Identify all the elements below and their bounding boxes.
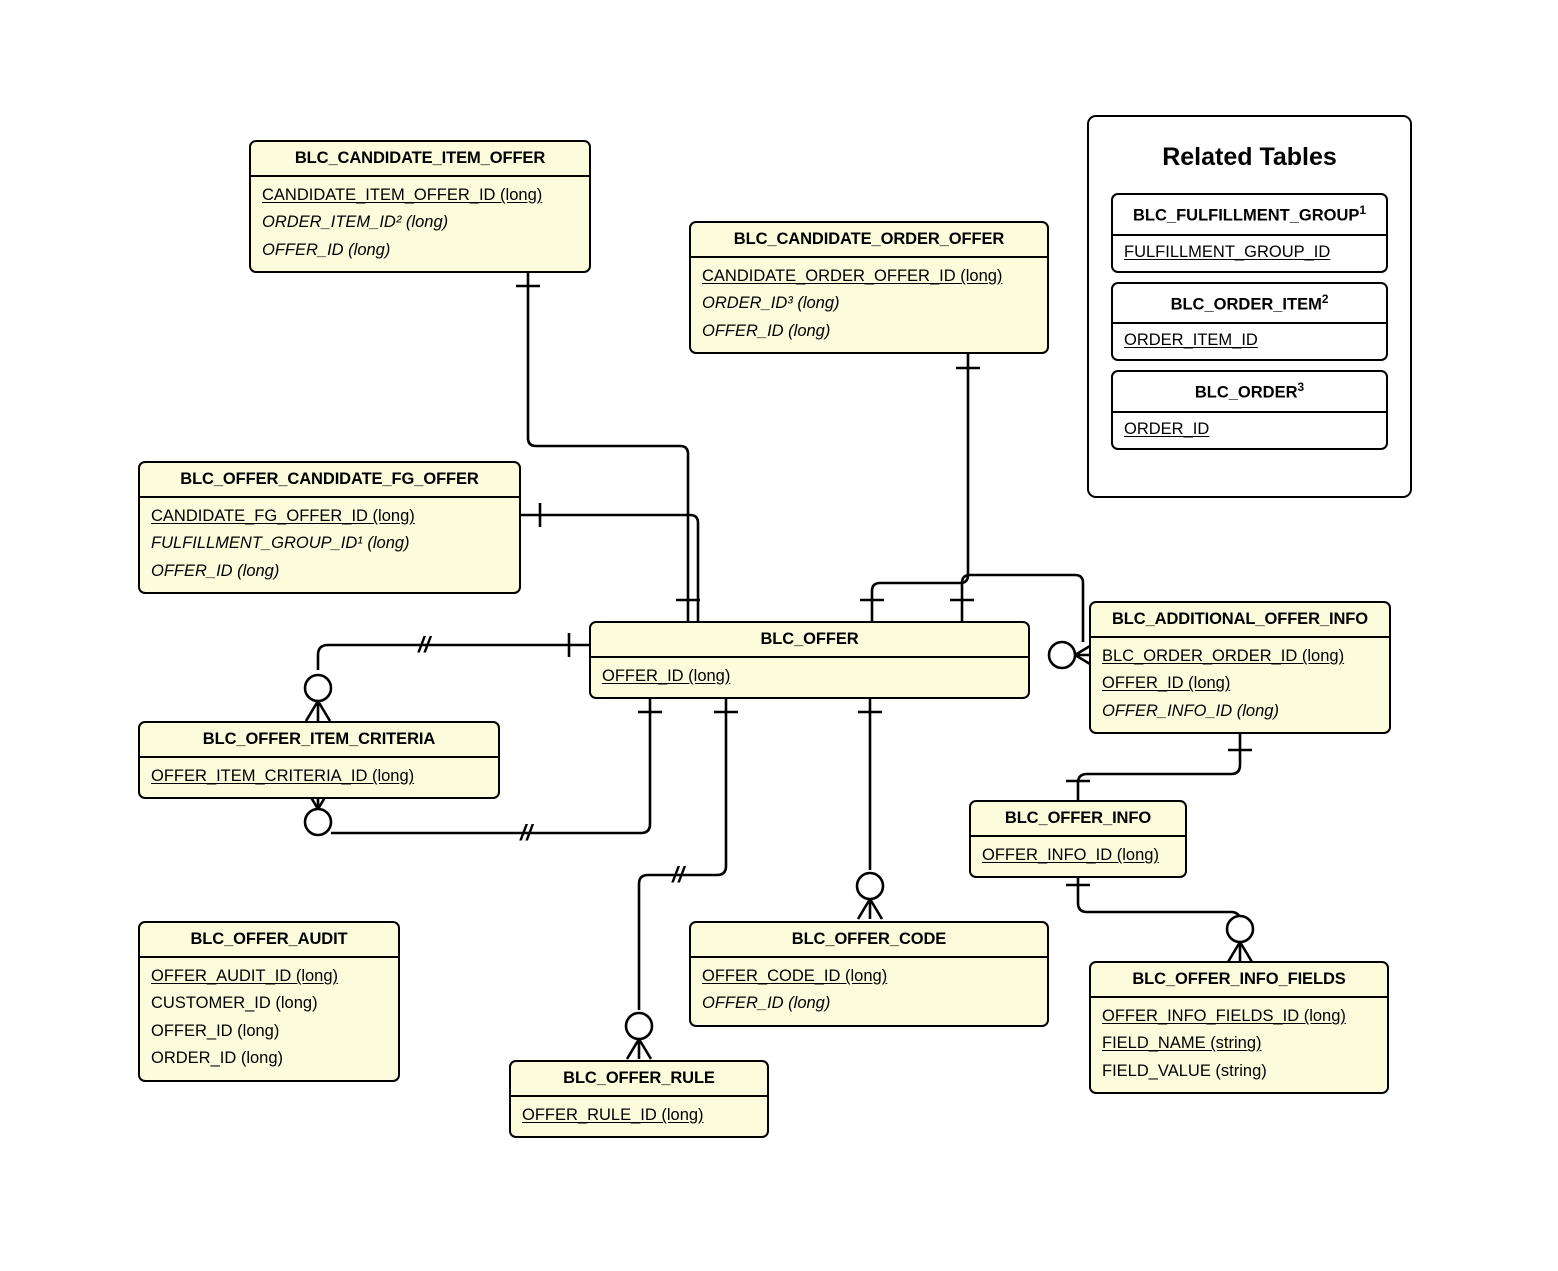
entity-attributes: OFFER_INFO_ID (long) xyxy=(971,835,1185,876)
related-entity-title: BLC_ORDER_ITEM2 xyxy=(1170,291,1329,314)
attribute-row: OFFER_ID (long) xyxy=(702,321,831,340)
cardinality-zero-criteria-top xyxy=(303,673,333,703)
attribute-row: CANDIDATE_ORDER_OFFER_ID (long) xyxy=(702,267,1003,285)
wire-offer-candidate-item-offer xyxy=(526,268,690,622)
entity-attributes: CANDIDATE_ORDER_OFFER_ID (long) ORDER_ID… xyxy=(691,256,1047,352)
cardinality-zero-offer-info-fields xyxy=(1225,914,1255,944)
marker-slashslash-1: // xyxy=(417,632,433,657)
marker-slashslash-3: // xyxy=(671,862,687,887)
attribute-row: OFFER_ID (long) xyxy=(262,240,391,259)
attribute-row: OFFER_INFO_ID (long) xyxy=(982,846,1159,864)
entity-blc-offer-audit[interactable]: BLC_OFFER_AUDIT OFFER_AUDIT_ID (long) CU… xyxy=(138,921,400,1082)
attribute-row: CANDIDATE_FG_OFFER_ID (long) xyxy=(151,507,415,525)
entity-title: BLC_OFFER_ITEM_CRITERIA xyxy=(202,730,436,748)
entity-title: BLC_OFFER_CODE xyxy=(791,930,947,948)
attribute-row: OFFER_ID (long) xyxy=(702,994,831,1013)
related-entity-title: BLC_FULFILLMENT_GROUP1 xyxy=(1132,203,1367,225)
related-entity-attributes: ORDER_ITEM_ID xyxy=(1113,322,1386,359)
crowsfoot-offer-rule xyxy=(625,1038,653,1060)
entity-attributes: OFFER_INFO_FIELDS_ID (long) FIELD_NAME (… xyxy=(1091,996,1387,1092)
entity-attributes: OFFER_RULE_ID (long) xyxy=(511,1095,767,1136)
crowsfoot-offer-code xyxy=(856,898,884,920)
wire-additional-offer-info-offer-info xyxy=(1076,731,1242,800)
attribute-row: OFFER_CODE_ID (long) xyxy=(702,967,888,985)
entity-title: BLC_OFFER_RULE xyxy=(563,1069,715,1087)
attribute-row: OFFER_RULE_ID (long) xyxy=(522,1106,704,1124)
cardinality-zero-criteria-bottom xyxy=(303,807,333,837)
cardinality-zero-offer-code xyxy=(855,871,885,901)
entity-blc-offer[interactable]: BLC_OFFER OFFER_ID (long) xyxy=(589,621,1030,700)
attribute-row: CUSTOMER_ID (long) xyxy=(151,994,318,1013)
entity-title: BLC_CANDIDATE_ORDER_OFFER xyxy=(733,230,1005,248)
attribute-row: OFFER_ID (long) xyxy=(1102,674,1231,693)
related-entity-attributes: ORDER_ID xyxy=(1113,410,1386,448)
entity-blc-offer-item-criteria[interactable]: BLC_OFFER_ITEM_CRITERIA OFFER_ITEM_CRITE… xyxy=(138,721,500,800)
entity-attributes: OFFER_ITEM_CRITERIA_ID (long) xyxy=(140,756,498,797)
entity-blc-offer-code[interactable]: BLC_OFFER_CODE OFFER_CODE_ID (long) OFFE… xyxy=(689,921,1049,1027)
related-tables-title: Related Tables xyxy=(1162,143,1337,171)
entity-blc-candidate-order-offer[interactable]: BLC_CANDIDATE_ORDER_OFFER CANDIDATE_ORDE… xyxy=(689,221,1049,355)
crowsfoot-criteria-top xyxy=(304,700,332,722)
attribute-row: OFFER_ITEM_CRITERIA_ID (long) xyxy=(151,767,415,785)
entity-title: BLC_OFFER_AUDIT xyxy=(190,930,348,948)
entity-blc-offer-rule[interactable]: BLC_OFFER_RULE OFFER_RULE_ID (long) xyxy=(509,1060,769,1139)
attribute-row: CANDIDATE_ITEM_OFFER_ID (long) xyxy=(262,186,543,204)
footnote-marker: 2 xyxy=(1321,291,1329,306)
entity-blc-offer-candidate-fg-offer[interactable]: BLC_OFFER_CANDIDATE_FG_OFFER CANDIDATE_F… xyxy=(138,461,521,595)
attribute-row: OFFER_INFO_ID (long) xyxy=(1102,701,1279,720)
entity-attributes: CANDIDATE_ITEM_OFFER_ID (long) ORDER_ITE… xyxy=(251,175,589,271)
attribute-row: ORDER_ID (long) xyxy=(151,1049,284,1068)
entity-attributes: OFFER_ID (long) xyxy=(591,656,1028,697)
footnote-marker: 3 xyxy=(1297,380,1305,394)
attribute-row: ORDER_ITEM_ID xyxy=(1124,331,1258,349)
related-entity-blc-order[interactable]: BLC_ORDER3 ORDER_ID xyxy=(1111,370,1388,450)
attribute-row: OFFER_ID (long) xyxy=(602,667,731,685)
entity-blc-candidate-item-offer[interactable]: BLC_CANDIDATE_ITEM_OFFER CANDIDATE_ITEM_… xyxy=(249,140,591,274)
related-entity-blc-order-item[interactable]: BLC_ORDER_ITEM2 ORDER_ITEM_ID xyxy=(1111,281,1388,361)
attribute-row: OFFER_ID (long) xyxy=(151,561,280,580)
entity-title: BLC_CANDIDATE_ITEM_OFFER xyxy=(294,149,546,167)
entity-attributes: OFFER_CODE_ID (long) OFFER_ID (long) xyxy=(691,956,1047,1025)
attribute-row: OFFER_AUDIT_ID (long) xyxy=(151,967,339,985)
attribute-row: OFFER_ID (long) xyxy=(151,1021,280,1040)
attribute-row: ORDER_ITEM_ID² (long) xyxy=(262,213,449,232)
entity-blc-additional-offer-info[interactable]: BLC_ADDITIONAL_OFFER_INFO BLC_ORDER_ORDE… xyxy=(1089,601,1391,735)
attribute-row: FIELD_NAME (string) xyxy=(1102,1034,1262,1053)
related-entity-blc-fulfillment-group[interactable]: BLC_FULFILLMENT_GROUP1 FULFILLMENT_GROUP… xyxy=(1111,193,1388,273)
attribute-row: FULFILLMENT_GROUP_ID¹ (long) xyxy=(151,534,410,553)
entity-blc-offer-info[interactable]: BLC_OFFER_INFO OFFER_INFO_ID (long) xyxy=(969,800,1187,879)
entity-title: BLC_OFFER xyxy=(760,630,859,648)
attribute-row: ORDER_ID xyxy=(1124,419,1210,438)
attribute-row: OFFER_INFO_FIELDS_ID (long) xyxy=(1102,1007,1346,1025)
entity-title: BLC_OFFER_INFO xyxy=(1004,809,1152,827)
attribute-row: FIELD_VALUE (string) xyxy=(1102,1061,1267,1080)
entity-title: BLC_ADDITIONAL_OFFER_INFO xyxy=(1111,610,1368,628)
entity-title: BLC_OFFER_CANDIDATE_FG_OFFER xyxy=(180,470,479,488)
attribute-row: ORDER_ID³ (long) xyxy=(702,294,840,313)
related-entity-attributes: FULFILLMENT_GROUP_ID xyxy=(1113,233,1386,271)
entity-attributes: OFFER_AUDIT_ID (long) CUSTOMER_ID (long)… xyxy=(140,956,398,1080)
wire-offer-candidate-order-offer xyxy=(870,349,970,622)
crowsfoot-offer-info-fields xyxy=(1226,941,1254,963)
entity-title: BLC_OFFER_INFO_FIELDS xyxy=(1132,970,1346,988)
entity-blc-offer-info-fields[interactable]: BLC_OFFER_INFO_FIELDS OFFER_INFO_FIELDS_… xyxy=(1089,961,1389,1095)
wire-offer-item-criteria-top xyxy=(316,643,589,670)
attribute-row: FULFILLMENT_GROUP_ID xyxy=(1124,242,1331,261)
entity-attributes: BLC_ORDER_ORDER_ID (long) OFFER_ID (long… xyxy=(1091,636,1389,732)
related-tables-panel: Related Tables BLC_FULFILLMENT_GROUP1 FU… xyxy=(1087,115,1412,498)
marker-slashslash-2: // xyxy=(519,820,535,845)
attribute-row: BLC_ORDER_ORDER_ID (long) xyxy=(1102,647,1345,665)
cardinality-zero-offer-rule xyxy=(624,1011,654,1041)
wire-offer-candidate-fg-offer xyxy=(521,513,700,622)
related-entity-title: BLC_ORDER3 xyxy=(1194,380,1305,402)
entity-attributes: CANDIDATE_FG_OFFER_ID (long) FULFILLMENT… xyxy=(140,496,519,592)
cardinality-zero-additional-offer-info xyxy=(1047,640,1077,670)
footnote-marker: 1 xyxy=(1359,203,1367,217)
